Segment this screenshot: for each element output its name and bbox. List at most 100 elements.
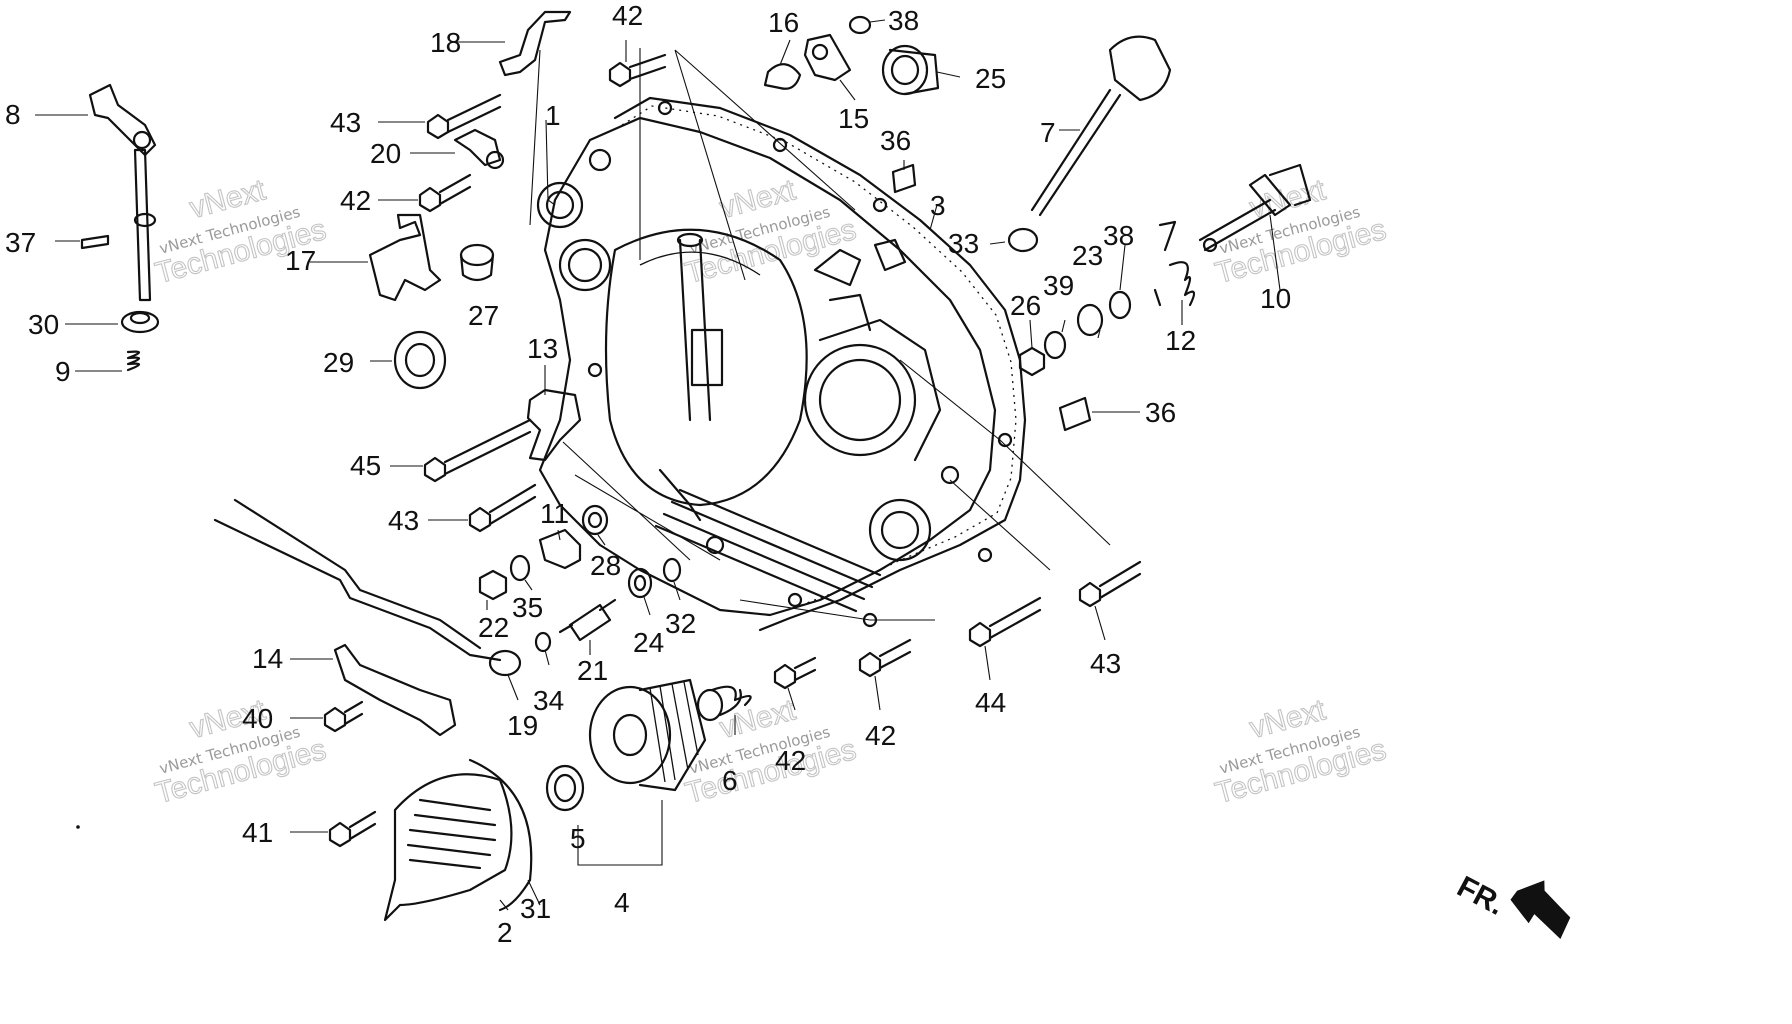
callout-32: 32	[665, 608, 696, 639]
callout-41: 41	[242, 817, 273, 848]
stray-dot	[76, 825, 80, 829]
callout-38b: 38	[1103, 220, 1134, 251]
bolt-icon	[968, 596, 1042, 648]
lever-icon	[368, 213, 442, 302]
callout-22: 22	[478, 612, 509, 643]
pin-icon	[80, 234, 110, 250]
spring-icon	[696, 685, 752, 722]
callout-44: 44	[975, 687, 1006, 718]
spacer-icon	[545, 764, 585, 812]
bolt-icon	[468, 483, 537, 533]
callout-42d: 42	[865, 720, 896, 751]
callout-39: 39	[1043, 270, 1074, 301]
callout-1: 1	[545, 100, 561, 131]
bolt-icon	[323, 700, 364, 733]
assembly-leader-lines	[529, 48, 1111, 621]
plug-icon	[581, 504, 609, 536]
callout-15: 15	[838, 103, 869, 134]
washer-icon	[662, 557, 682, 583]
front-arrow-icon: FR.	[1452, 870, 1571, 940]
callout-10: 10	[1260, 283, 1291, 314]
clip-icon	[763, 63, 802, 90]
callout-4: 4	[614, 887, 630, 918]
washer-icon	[627, 567, 653, 599]
callout-29: 29	[323, 347, 354, 378]
bracket-plate-icon	[333, 643, 457, 737]
callout-45: 45	[350, 450, 381, 481]
washer-icon	[509, 554, 531, 582]
front-direction-label: FR.	[1452, 870, 1510, 922]
shaft-assembly-icon	[1198, 163, 1312, 253]
bolt-icon	[328, 810, 377, 848]
callout-33: 33	[948, 228, 979, 259]
callout-16: 16	[768, 7, 799, 38]
callout-42c: 42	[775, 745, 806, 776]
callout-20: 20	[370, 138, 401, 169]
washer-icon	[120, 310, 160, 334]
dowel-pin-icon	[891, 163, 917, 194]
callout-13: 13	[527, 333, 558, 364]
callout-25: 25	[975, 63, 1006, 94]
bracket-icon	[498, 10, 572, 77]
watermark-top-center: vNext vNext Technologies Technologies	[681, 173, 860, 291]
callout-19: 19	[507, 710, 538, 741]
bolt-icon	[418, 173, 472, 213]
callout-6: 6	[722, 765, 738, 796]
callout-26: 26	[1010, 290, 1041, 321]
callout-36: 36	[880, 125, 911, 156]
oil-seal-icon	[393, 330, 447, 390]
bolt-icon	[423, 418, 532, 483]
callout-35: 35	[512, 592, 543, 623]
dowel-pin-icon	[1058, 396, 1092, 432]
o-ring-icon	[468, 758, 533, 912]
nut-icon	[1018, 346, 1046, 377]
callout-leaders	[35, 19, 1281, 911]
wire-harness-icon	[213, 498, 522, 677]
callout-36b: 36	[1145, 397, 1176, 428]
bearing-holder-icon	[803, 33, 852, 82]
sensor-icon	[558, 598, 617, 642]
washer-icon	[1076, 303, 1104, 337]
callout-40: 40	[242, 703, 273, 734]
kickstarter-arm-icon	[88, 83, 157, 302]
bolt-icon	[608, 53, 667, 88]
callout-12: 12	[1165, 325, 1196, 356]
callout-21: 21	[577, 655, 608, 686]
callout-43c: 43	[1090, 648, 1121, 679]
callout-30: 30	[28, 309, 59, 340]
callout-11: 11	[540, 498, 569, 529]
callout-8: 8	[5, 99, 21, 130]
callout-37: 37	[5, 227, 36, 258]
cap-icon	[459, 243, 495, 282]
callout-34: 34	[533, 685, 564, 716]
callout-5: 5	[570, 823, 586, 854]
callout-18: 18	[430, 27, 461, 58]
callout-17: 17	[285, 245, 316, 276]
callout-labels: 1 2 3 4 5 6 7 8 9 10 11 12 13 14 15 16 1…	[5, 0, 1291, 948]
callout-9: 9	[55, 356, 71, 387]
watermark-bottom-left: vNext vNext Technologies Technologies	[151, 693, 330, 811]
watermark-bottom-right: vNext vNext Technologies Technologies	[1211, 693, 1390, 811]
torsion-spring-icon	[1153, 220, 1196, 307]
callout-27: 27	[468, 300, 499, 331]
bolt-icon	[426, 93, 502, 140]
oil-filter-cover-icon	[383, 773, 513, 922]
callout-31: 31	[520, 893, 551, 924]
callout-43b: 43	[388, 505, 419, 536]
callout-28: 28	[590, 550, 621, 581]
callout-7: 7	[1040, 117, 1056, 148]
shift-arm-icon	[526, 388, 582, 462]
bolt-icon	[773, 656, 817, 690]
nut-icon	[534, 631, 552, 653]
o-ring-icon	[1007, 227, 1039, 253]
bolt-icon	[858, 638, 912, 678]
connector-icon	[538, 528, 582, 570]
callout-24: 24	[633, 627, 664, 658]
bearing-icon	[881, 44, 940, 96]
washer-icon	[1043, 330, 1067, 360]
nut-icon	[478, 569, 508, 601]
washer-icon	[1108, 290, 1132, 320]
bolt-icon	[1078, 560, 1142, 608]
callout-23: 23	[1072, 240, 1103, 271]
